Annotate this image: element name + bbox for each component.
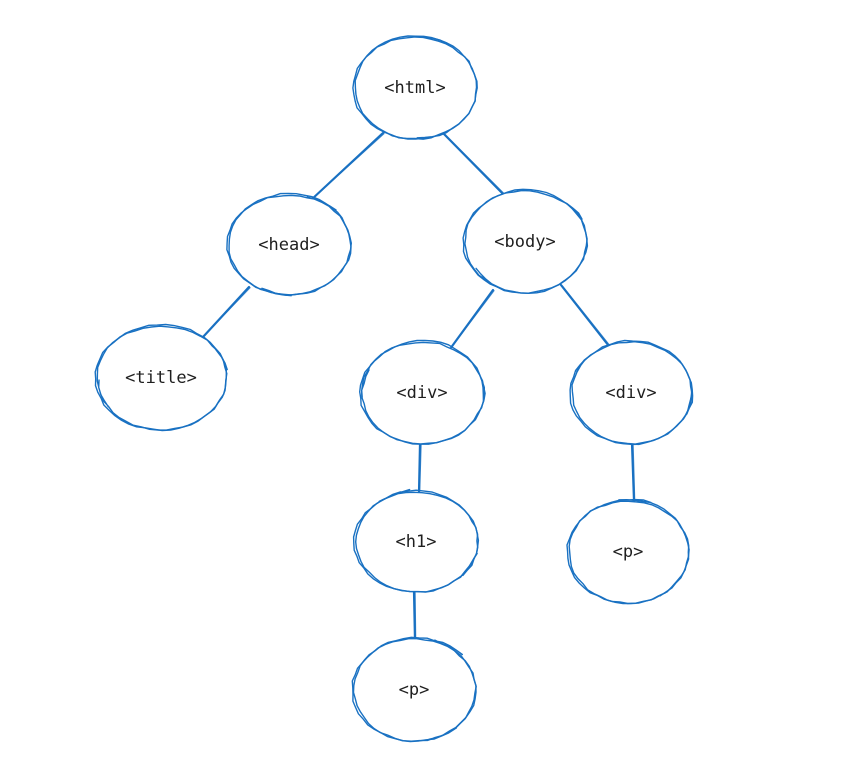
node-html-fill: [353, 37, 477, 139]
node-div1-fill: [360, 342, 484, 444]
edge-html-body-sketch: [443, 133, 507, 196]
node-p1: <p>: [351, 636, 477, 743]
node-h1-fill: [354, 492, 478, 592]
edge-body-div2-sketch: [561, 285, 614, 350]
edge-h1-p1-sketch: [414, 592, 417, 641]
node-html: <html>: [352, 35, 478, 140]
node-div2-fill: [570, 342, 692, 444]
node-p2: <p>: [566, 498, 690, 605]
edge-body-div2: [559, 283, 614, 352]
node-p1-outline-sketch: [352, 636, 477, 743]
node-div1-outline-sketch: [360, 339, 485, 445]
node-p2-fill: [567, 501, 689, 603]
edge-div2-p2-sketch: [632, 444, 636, 501]
node-div2: <div>: [569, 339, 694, 446]
node-body-label: <body>: [494, 232, 555, 252]
edge-div2-p2: [630, 442, 636, 503]
node-p2-label: <p>: [613, 542, 644, 562]
node-h1: <h1>: [352, 488, 480, 593]
node-div1: <div>: [358, 339, 486, 445]
node-html-label: <html>: [384, 78, 445, 98]
node-h1-label: <h1>: [396, 532, 437, 552]
node-p2-outline-sketch: [568, 498, 690, 605]
node-body-fill: [463, 191, 587, 293]
node-title-fill: [95, 326, 227, 430]
node-title-outline-sketch: [96, 323, 228, 431]
node-body: <body>: [462, 188, 589, 295]
edges-layer: [201, 131, 636, 643]
node-title-label: <title>: [125, 368, 197, 388]
node-div2-label: <div>: [605, 383, 656, 403]
node-title: <title>: [94, 323, 228, 432]
edge-div1-h1-sketch: [419, 444, 422, 492]
node-head-label: <head>: [258, 235, 319, 255]
edge-body-div1-sketch: [450, 290, 495, 349]
node-head: <head>: [226, 192, 353, 297]
edge-h1-p1: [412, 590, 417, 643]
node-p1-label: <p>: [399, 680, 430, 700]
nodes-layer: <html> <head> <body> <title> <div> <div> <h1> <…: [94, 35, 694, 743]
node-h1-outline-sketch: [354, 488, 479, 593]
node-p1-fill: [352, 639, 476, 741]
edge-div1-h1: [417, 442, 422, 494]
node-html-outline-sketch: [354, 35, 478, 140]
node-body-outline-sketch: [464, 188, 588, 295]
edge-head-title-sketch: [203, 287, 251, 337]
node-div1-label: <div>: [396, 383, 447, 403]
edge-html-body: [441, 131, 507, 198]
node-head-fill: [227, 195, 351, 295]
edge-html-head-sketch: [311, 133, 385, 200]
node-head-outline-sketch: [228, 192, 353, 297]
node-div2-outline-sketch: [571, 339, 693, 446]
